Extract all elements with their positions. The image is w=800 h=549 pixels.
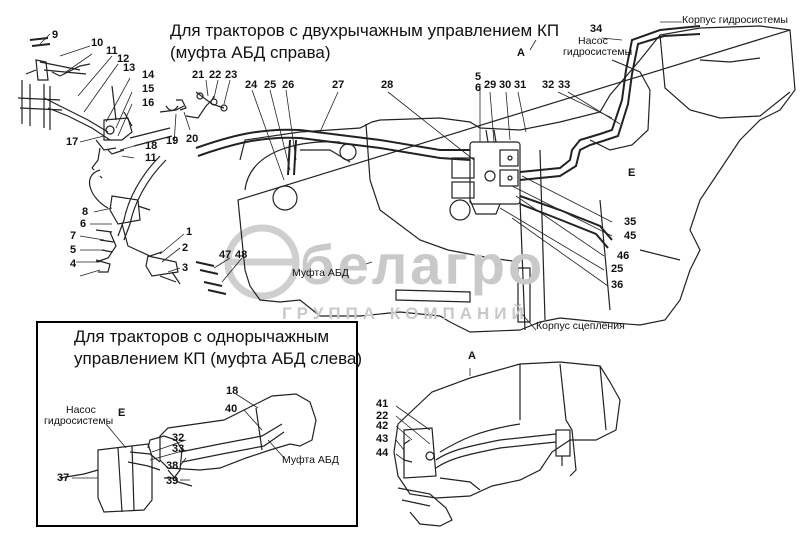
callout-23: 23 xyxy=(225,69,238,81)
callout-34: 34 xyxy=(590,23,603,35)
callout-17: 17 xyxy=(66,136,79,148)
main-heading-line2: (муфта АБД справа) xyxy=(170,43,331,62)
callout-42: 42 xyxy=(376,420,389,432)
callout-24: 24 xyxy=(245,79,258,91)
callout-43: 43 xyxy=(376,433,389,445)
callout-14: 14 xyxy=(142,69,155,81)
callout-46: 46 xyxy=(617,250,630,262)
main-heading-line1: Для тракторов с двухрычажным управлением… xyxy=(170,21,560,40)
callout-26: 26 xyxy=(282,79,295,91)
callout-25-top: 25 xyxy=(264,79,277,91)
view-e-marker-main: Е xyxy=(628,167,636,179)
callout-33-main: 33 xyxy=(558,79,571,91)
callout-39: 39 xyxy=(166,475,179,487)
callout-30: 30 xyxy=(499,79,512,91)
callout-8: 8 xyxy=(82,206,89,218)
callout-28: 28 xyxy=(381,79,394,91)
callout-33-inset: 33 xyxy=(172,443,185,455)
callout-18-inset: 18 xyxy=(226,385,239,397)
callout-11-lower: 11 xyxy=(145,152,157,164)
callout-25-right: 25 xyxy=(611,263,624,275)
view-e-marker-inset: Е xyxy=(118,407,126,419)
callout-15: 15 xyxy=(142,83,155,95)
leader-lines xyxy=(39,21,682,481)
callout-2: 2 xyxy=(182,242,189,254)
callout-6-top: 6 xyxy=(475,82,482,94)
callout-18-main: 18 xyxy=(145,140,158,152)
callout-4: 4 xyxy=(70,258,77,270)
callout-29: 29 xyxy=(484,79,497,91)
watermark-brand: белагро xyxy=(300,233,546,296)
callout-10: 10 xyxy=(91,37,104,49)
callout-37: 37 xyxy=(57,472,70,484)
callout-31: 31 xyxy=(514,79,527,91)
clutch-housing-label: Корпус сцепления xyxy=(536,320,625,332)
callout-19: 19 xyxy=(166,135,179,147)
callout-27: 27 xyxy=(332,79,345,91)
callout-38: 38 xyxy=(166,460,179,472)
control-linkage xyxy=(17,37,228,295)
callout-5-top: 5 xyxy=(475,71,482,83)
view-a-marker-main: А xyxy=(517,47,525,59)
callout-35: 35 xyxy=(624,216,637,228)
inset-pump-label-line1: Насос xyxy=(66,404,96,416)
pump-label-line1: Насос xyxy=(578,35,608,47)
callout-40: 40 xyxy=(225,403,238,415)
callout-9: 9 xyxy=(52,29,59,41)
inset-heading-line1: Для тракторов с однорычажным xyxy=(74,327,330,346)
callout-11-top: 11 xyxy=(106,45,118,57)
single-lever-inset xyxy=(36,321,358,527)
callout-36: 36 xyxy=(611,279,624,291)
abd-clutch-label-inset: Муфта АБД xyxy=(282,454,339,466)
callout-3: 3 xyxy=(182,262,189,274)
view-a-heading: А xyxy=(468,350,476,362)
callout-20: 20 xyxy=(186,133,199,145)
hydraulic-lines xyxy=(195,25,701,249)
hydraulic-housing-label: Корпус гидросистемы xyxy=(682,14,788,26)
callout-47: 47 xyxy=(219,249,232,261)
callout-16: 16 xyxy=(142,97,155,109)
callout-44: 44 xyxy=(376,447,389,459)
callout-21: 21 xyxy=(192,69,205,81)
abd-clutch-label-main: Муфта АБД xyxy=(292,267,349,279)
callout-32-inset: 32 xyxy=(172,432,185,444)
view-a-drawing xyxy=(393,361,621,527)
inset-heading-line2: управлением КП (муфта АБД слева) xyxy=(74,349,363,368)
callout-45: 45 xyxy=(624,230,637,242)
callout-22-view-a: 22 xyxy=(376,410,389,422)
callout-41: 41 xyxy=(376,398,389,410)
watermark-logo xyxy=(224,224,300,300)
callout-32-main: 32 xyxy=(542,79,555,91)
callout-5-left: 5 xyxy=(70,244,77,256)
callout-6-left: 6 xyxy=(80,218,87,230)
callout-12: 12 xyxy=(117,53,130,65)
watermark-subtitle: ГРУППА КОМПАНИЙ xyxy=(282,304,529,323)
inset-pump-label-line2: гидросистемы xyxy=(44,415,114,427)
callout-13: 13 xyxy=(123,62,136,74)
callout-7: 7 xyxy=(70,230,77,242)
callout-22-main: 22 xyxy=(209,69,222,81)
callout-48: 48 xyxy=(235,249,248,261)
callout-1: 1 xyxy=(186,226,193,238)
pump-label-line2: гидросистемы xyxy=(563,46,633,58)
valve-block xyxy=(451,129,521,215)
